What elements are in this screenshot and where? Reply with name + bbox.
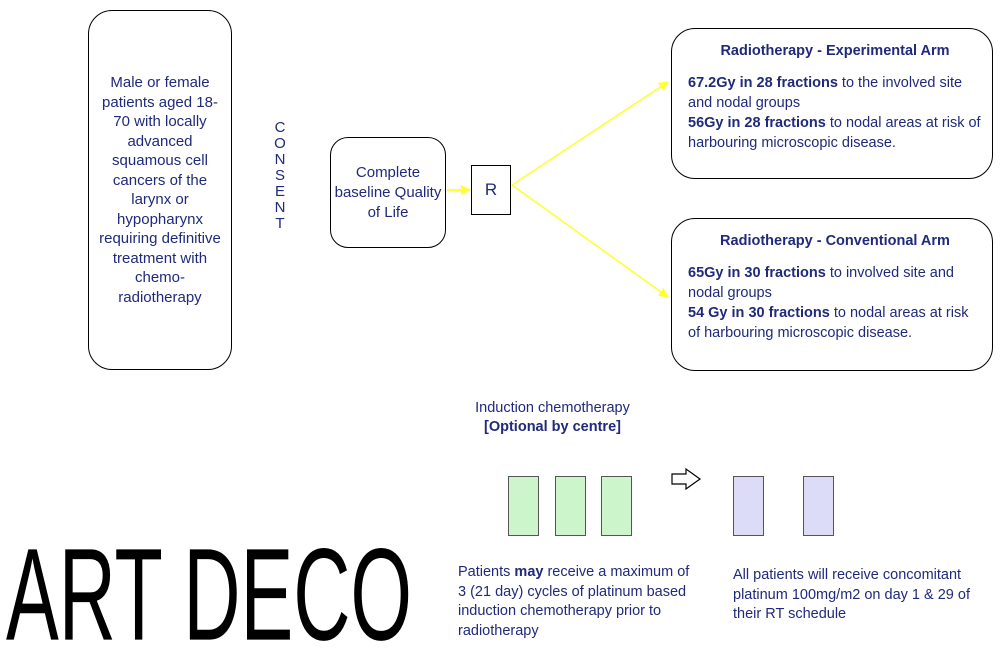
consent-letter: T	[275, 215, 285, 232]
induction-note-pre: Patients	[458, 564, 515, 580]
consent-letter: E	[274, 183, 285, 200]
experimental-dose-2-bold: 56Gy in 28 fractions	[688, 115, 826, 131]
experimental-dose-1-text: to the involved site and nodal groups	[688, 75, 963, 111]
induction-cycle-block	[601, 476, 632, 536]
consent-letter: S	[274, 167, 285, 184]
consent-letter: O	[274, 135, 286, 152]
randomisation-label: R	[484, 180, 498, 199]
induction-title: Induction chemotherapy [Optional by cent…	[440, 399, 665, 437]
conventional-arm-title: Radiotherapy - Conventional Arm	[720, 233, 950, 249]
conventional-dose-1-text: to involved site and nodal groups	[688, 265, 954, 301]
experimental-arm-box: Radiotherapy - Experimental Arm 67.2Gy i…	[671, 28, 993, 179]
conventional-arm-dose-2: 54 Gy in 30 fractions to nodal areas at …	[688, 303, 982, 343]
arrow-to-experimental-arm	[511, 81, 669, 186]
eligibility-box: Male or female patients aged 18-70 with …	[88, 10, 232, 370]
baseline-qol-text: Complete baseline Quality of Life	[334, 163, 442, 221]
concomitant-cycle-block	[733, 476, 764, 536]
experimental-dose-2-text: to nodal areas at risk of harbouring mic…	[688, 115, 981, 151]
hollow-right-arrow-icon	[671, 467, 702, 491]
conventional-dose-1-bold: 65Gy in 30 fractions	[688, 265, 826, 281]
consent-letter: C	[274, 119, 286, 136]
experimental-arm-title: Radiotherapy - Experimental Arm	[720, 43, 950, 59]
induction-note-post: receive a maximum of 3 (21 day) cycles o…	[458, 564, 690, 639]
induction-note: Patients may receive a maximum of 3 (21 …	[458, 563, 698, 641]
baseline-qol-box: Complete baseline Quality of Life	[330, 137, 446, 248]
art-deco-logo: ART DECO	[6, 521, 412, 667]
arrow-to-conventional-arm	[511, 184, 669, 298]
concomitant-cycle-block	[803, 476, 834, 536]
randomisation-box: R	[471, 165, 511, 215]
induction-cycle-block	[555, 476, 586, 536]
consent-letter: N	[274, 151, 286, 168]
eligibility-text: Male or female patients aged 18-70 with …	[99, 74, 221, 306]
conventional-dose-2-bold: 54 Gy in 30 fractions	[688, 305, 830, 321]
induction-subtitle: [Optional by centre]	[484, 419, 621, 435]
experimental-arm-dose-2: 56Gy in 28 fractions to nodal areas at r…	[688, 113, 982, 153]
experimental-dose-1-bold: 67.2Gy in 28 fractions	[688, 75, 838, 91]
induction-title-text: Induction chemotherapy	[475, 400, 630, 416]
consent-letter: N	[274, 199, 286, 216]
concomitant-note-text: All patients will receive concomitant pl…	[733, 567, 970, 622]
conventional-arm-dose-1: 65Gy in 30 fractions to involved site an…	[688, 263, 982, 303]
consent-label: C O N S E N T	[272, 120, 288, 232]
induction-cycle-block	[508, 476, 539, 536]
induction-note-bold: may	[514, 564, 544, 580]
conventional-dose-2-text: to nodal areas at risk of harbouring mic…	[688, 305, 969, 341]
concomitant-note: All patients will receive concomitant pl…	[733, 566, 993, 625]
conventional-arm-box: Radiotherapy - Conventional Arm 65Gy in …	[671, 218, 993, 371]
experimental-arm-dose-1: 67.2Gy in 28 fractions to the involved s…	[688, 73, 982, 113]
